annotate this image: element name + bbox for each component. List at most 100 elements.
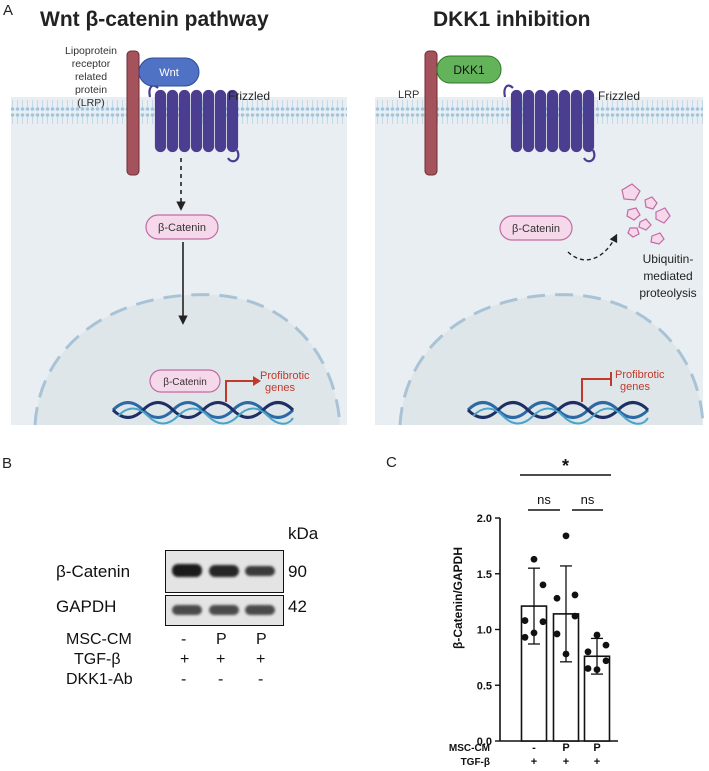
panel-letter-c: C	[386, 454, 397, 471]
kda-value: 90	[288, 562, 307, 581]
frizzled-label-left: Frizzled	[228, 89, 271, 103]
data-point	[521, 617, 529, 624]
y-tick-label: 0.5	[477, 680, 492, 692]
data-point	[571, 591, 579, 599]
significance-label: *	[562, 456, 569, 476]
y-tick-label: 0.0	[477, 736, 492, 748]
pathway-diagram: Wnt β-Catenin β-Catenin Profibrotic gene…	[11, 50, 705, 426]
dkk1-panel: DKK1 β-Catenin Ubiquitin-	[375, 50, 705, 426]
beta-catenin-bubble	[499, 215, 573, 241]
condition-label: TGF-β	[74, 651, 121, 668]
condition-value: P	[216, 631, 227, 648]
condition-value: +	[531, 756, 537, 768]
nucleus	[35, 294, 340, 425]
wnt-ligand	[138, 57, 200, 87]
nuclear-envelope	[398, 293, 705, 426]
profibrotic-label-1: Profibrotic	[615, 369, 665, 381]
profibrotic-label-2: genes	[620, 381, 650, 393]
data-point	[553, 594, 561, 602]
condition-value: +	[180, 651, 190, 668]
condition-label: MSC-CM	[449, 743, 490, 754]
beta-catenin-label: β-Catenin	[158, 222, 206, 234]
dna-helix	[111, 401, 295, 425]
dkk1-ligand	[436, 55, 502, 84]
condition-value: -	[258, 671, 264, 688]
data-point	[553, 630, 561, 638]
data-point	[571, 612, 579, 620]
condition-value: P	[562, 742, 569, 754]
data-point	[562, 650, 570, 658]
blot-protein-label: β-Catenin	[56, 562, 131, 581]
condition-value: +	[216, 651, 226, 668]
lrp-label-right: LRP	[398, 89, 420, 101]
beta-catenin-bubble	[145, 214, 219, 240]
degradation-arrow	[567, 233, 618, 261]
frizzled-receptor	[503, 84, 596, 163]
frizzled-label-right: Frizzled	[598, 89, 641, 103]
data-point	[602, 641, 610, 649]
data-point	[593, 666, 601, 674]
condition-label: MSC-CM	[66, 631, 132, 648]
kda-value: 42	[288, 597, 307, 616]
condition-value: P	[593, 742, 600, 754]
condition-label: DKK1-Ab	[66, 671, 133, 688]
wnt-pathway-panel: Wnt β-Catenin β-Catenin Profibrotic gene…	[11, 50, 347, 426]
bar	[520, 605, 548, 742]
data-point	[602, 657, 610, 665]
data-point	[584, 648, 592, 656]
beta-catenin-blot	[165, 550, 284, 593]
right-panel-title: DKK1 inhibition	[433, 8, 591, 31]
wnt-label: Wnt	[159, 67, 179, 79]
dna-helix	[466, 401, 650, 425]
left-panel-title: Wnt β-catenin pathway	[40, 8, 269, 31]
blot-protein-label: GAPDH	[56, 597, 117, 616]
protein-fragments	[621, 183, 671, 245]
significance-label: ns	[537, 492, 551, 507]
data-point	[539, 581, 547, 589]
gapdh-blot	[165, 595, 284, 626]
condition-value: P	[256, 631, 267, 648]
data-point	[530, 555, 538, 563]
y-tick-label: 1.5	[477, 569, 492, 581]
ubiquitin-label-3: proteolysis	[639, 286, 696, 300]
data-point	[530, 629, 538, 637]
lrp-receptor	[424, 50, 438, 176]
blot-band	[209, 565, 239, 577]
chart-points	[521, 532, 610, 674]
chart-axes: 0.00.51.01.52.0	[477, 513, 618, 748]
lrp-label: Lipoprotein receptor related protein (LR…	[56, 45, 126, 110]
nuclear-beta-catenin-bubble	[149, 369, 221, 393]
frizzled-receptor	[148, 84, 240, 163]
dkk1-label: DKK1	[453, 63, 485, 77]
gene-activation-arrow	[225, 380, 255, 402]
condition-value: -	[218, 671, 224, 688]
data-point	[562, 532, 570, 540]
panel-letter-a: A	[3, 2, 14, 19]
condition-value: +	[256, 651, 266, 668]
blot-band	[172, 605, 202, 615]
condition-value: -	[181, 631, 187, 648]
condition-value: -	[181, 671, 187, 688]
nuclear-beta-catenin-label: β-Catenin	[163, 377, 207, 388]
y-axis-label: β-Catenin/GAPDH	[451, 547, 465, 649]
lrp-label-line: receptor	[71, 58, 111, 70]
lrp-label-line: (LRP)	[77, 97, 105, 109]
data-point	[584, 665, 592, 672]
condition-label: TGF-β	[461, 757, 490, 768]
nucleus	[400, 294, 703, 425]
beta-catenin-label: β-Catenin	[512, 223, 560, 235]
lrp-label-line: protein	[74, 84, 108, 96]
gene-inhibition-arrow	[581, 378, 610, 402]
lrp-label-line: related	[74, 71, 108, 83]
profibrotic-label-2: genes	[265, 382, 295, 394]
blot-band	[172, 564, 202, 577]
lrp-label-line: Lipoprotein	[65, 45, 117, 57]
blot-band	[245, 605, 275, 615]
condition-value: +	[563, 756, 569, 768]
data-point	[593, 631, 601, 639]
ubiquitin-label-2: mediated	[643, 269, 692, 283]
y-tick-label: 1.0	[477, 625, 492, 637]
